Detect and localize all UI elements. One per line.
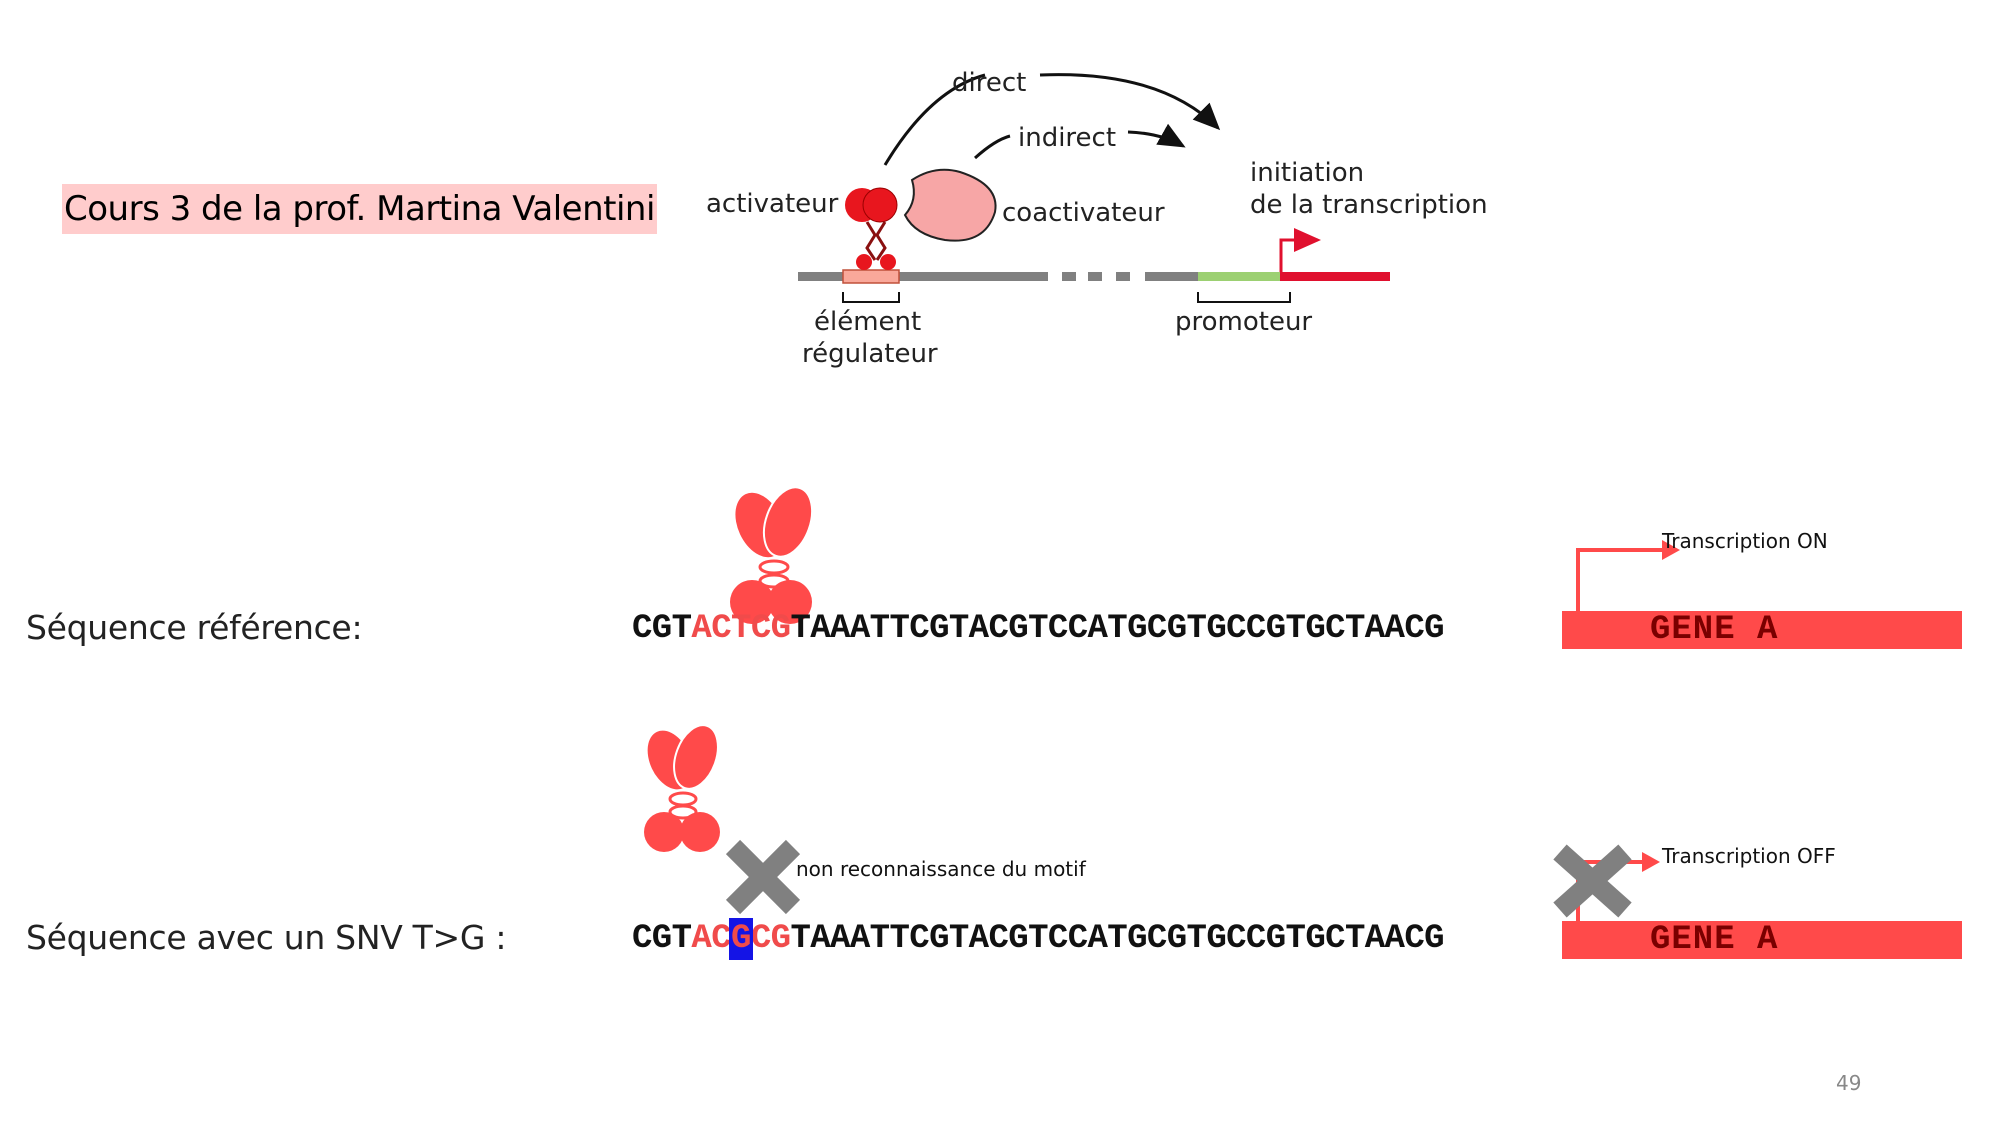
snv-sequence-label: Séquence avec un SNV T>G :	[26, 918, 507, 957]
gene-a-box: GENE A	[1562, 611, 1962, 649]
dna-strand-right	[1145, 272, 1200, 281]
element-label-line1: élément	[814, 307, 922, 337]
direct-arrow	[883, 73, 986, 166]
coactivator-label: coactivateur	[1002, 198, 1165, 228]
dna-strand-left	[798, 272, 1048, 281]
seq-prefix: CGT	[632, 610, 692, 648]
coactivator-icon	[903, 168, 997, 242]
motif-part-a: AC	[691, 920, 732, 958]
activator-label: activateur	[706, 189, 839, 219]
initiation-label-line2: de la transcription	[1250, 190, 1488, 220]
page-number: 49	[1836, 1071, 1862, 1095]
indirect-label: indirect	[1018, 123, 1117, 153]
promoter-bracket	[1197, 292, 1291, 303]
seq-prefix: CGT	[632, 920, 692, 958]
snv-sequence: CGTACGCGTAAATTCGTACGTCCATGCGTGCCGTGCTAAC…	[632, 918, 1445, 960]
tss-on-arrow	[1576, 548, 1668, 617]
element-label-line2: régulateur	[802, 339, 938, 369]
seq-rest: TAAATTCGTACGTCCATGCGTGCCGTGCTAACG	[790, 610, 1444, 648]
course-label: Cours 3 de la prof. Martina Valentini	[62, 184, 657, 234]
indirect-arrow-tail	[1127, 123, 1186, 148]
transcription-off-label: Transcription OFF	[1662, 844, 1836, 868]
dna-dash-3	[1116, 272, 1130, 281]
motif-part-b: CG	[750, 920, 791, 958]
gene-a-box: GENE A	[1562, 921, 1962, 959]
transcription-on-label: Transcription ON	[1662, 529, 1828, 553]
gene-segment	[1280, 272, 1390, 281]
reference-sequence-label: Séquence référence:	[26, 608, 363, 647]
seq-rest: TAAATTCGTACGTCCATGCGTGCCGTGCTAACG	[790, 920, 1444, 958]
unbound-activator-icon	[644, 724, 720, 852]
binding-motif: ACTCG	[691, 610, 791, 648]
indirect-arrow	[973, 134, 1011, 160]
dna-dash-1	[1062, 272, 1076, 281]
regulatory-element-box	[842, 269, 900, 284]
promoter-label: promoteur	[1175, 307, 1313, 337]
activator-protein-icon	[845, 187, 898, 270]
tss-arrow	[1279, 228, 1321, 272]
dna-dash-2	[1088, 272, 1102, 281]
element-bracket	[842, 292, 900, 303]
no-binding-cross-icon	[725, 839, 801, 915]
initiation-label-line1: initiation	[1250, 158, 1365, 188]
direct-label: direct	[952, 68, 1027, 98]
transcription-off-cross-icon	[1553, 844, 1632, 918]
reference-sequence: CGTACTCGTAAATTCGTACGTCCATGCGTGCCGTGCTAAC…	[632, 610, 1445, 648]
direct-arrow-tail	[1039, 73, 1221, 131]
bound-activator-icon	[730, 486, 814, 624]
motif-not-recognized-label: non reconnaissance du motif	[796, 857, 1086, 881]
promoter-segment	[1198, 272, 1280, 281]
mutated-base: G	[729, 918, 753, 960]
